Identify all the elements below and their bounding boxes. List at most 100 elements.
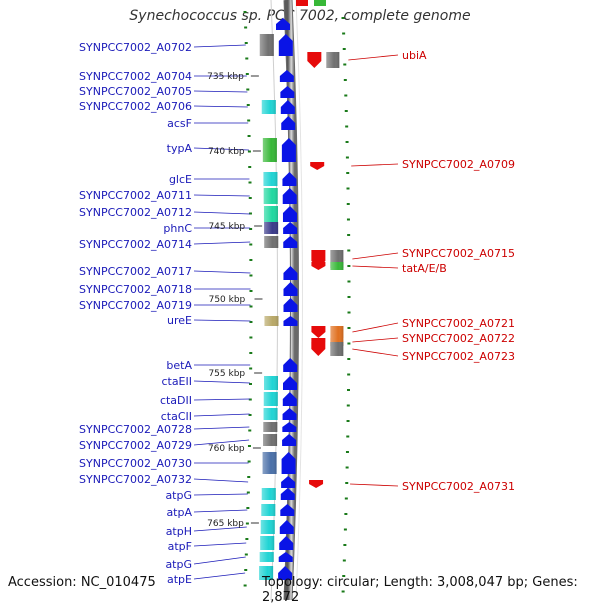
forward-gene-label: SYNPCC7002_A0705 <box>79 85 192 98</box>
reverse-gene <box>309 480 324 488</box>
label-connector <box>348 54 399 61</box>
forward-gene <box>276 18 290 30</box>
label-connector <box>352 337 399 343</box>
label-connector <box>350 483 399 487</box>
kbp-label: 765 kbp <box>207 519 244 529</box>
label-connector <box>193 426 250 430</box>
label-connector <box>351 163 399 167</box>
reverse-gene <box>311 262 326 270</box>
reverse-gene-label: SYNPCC7002_A0731 <box>402 480 515 493</box>
connector-layer <box>193 44 399 580</box>
kbp-label: 735 kbp <box>207 72 244 82</box>
forward-gene-label: SYNPCC7002_A0706 <box>79 100 192 113</box>
reverse-gene <box>311 342 326 356</box>
forward-gene <box>278 552 293 562</box>
reverse-gene <box>310 162 325 170</box>
forward-gene-label: SYNPCC7002_A0704 <box>79 70 192 83</box>
cog-block-shade <box>260 536 275 550</box>
label-connector <box>352 322 399 333</box>
reverse-gene-label: tatA/E/B <box>402 262 447 275</box>
label-connector <box>193 380 251 384</box>
cog-block-shade <box>330 326 344 338</box>
forward-gene <box>283 222 298 234</box>
cog-block-shade <box>264 316 279 326</box>
forward-gene-label: atpA <box>166 506 192 519</box>
forward-gene <box>283 236 298 248</box>
cog-block-shade <box>326 52 340 68</box>
label-connector <box>193 509 248 513</box>
cog-block <box>314 0 326 6</box>
cog-block-shade <box>264 376 279 390</box>
label-connector <box>193 194 250 197</box>
label-connector <box>352 348 399 357</box>
label-layer: SYNPCC7002_A0702SYNPCC7002_A0704SYNPCC70… <box>79 41 515 586</box>
forward-gene <box>280 504 295 516</box>
forward-gene <box>278 34 293 56</box>
cog-block-shade <box>261 504 276 516</box>
cog-block-shade <box>259 34 274 56</box>
cog-block-shade <box>330 262 344 270</box>
tick-layer <box>243 11 351 593</box>
reverse-gene <box>311 326 326 338</box>
reverse-gene-label: SYNPCC7002_A0723 <box>402 350 515 363</box>
forward-gene <box>281 116 296 130</box>
forward-gene-label: SYNPCC7002_A0728 <box>79 423 192 436</box>
label-connector <box>193 241 251 245</box>
label-connector <box>193 478 249 483</box>
cog-block-shade <box>261 100 276 114</box>
forward-gene <box>282 434 297 446</box>
forward-gene <box>278 566 293 580</box>
cog-block-shade <box>263 434 278 446</box>
forward-gene <box>280 488 295 500</box>
genome-summary: Topology: circular; Length: 3,008,047 bp… <box>262 575 578 605</box>
forward-gene <box>281 476 296 488</box>
label-connector <box>193 542 247 547</box>
cog-block-shade <box>263 188 278 204</box>
forward-gene <box>279 536 294 550</box>
map-title: Synechococcus sp. PCC 7002, complete gen… <box>129 8 471 24</box>
label-connector <box>193 44 246 48</box>
label-connector <box>193 439 250 446</box>
cog-block-shade <box>264 222 279 234</box>
forward-gene-label: SYNPCC7002_A0732 <box>79 473 192 486</box>
cog-block-shade <box>262 452 277 474</box>
forward-gene-label: betA <box>166 359 192 372</box>
forward-gene <box>281 452 296 474</box>
forward-gene <box>283 376 298 390</box>
forward-gene-label: atpF <box>168 540 192 553</box>
cog-block-shade <box>264 236 279 248</box>
forward-gene-label: atpG <box>165 558 192 571</box>
forward-gene <box>282 188 297 204</box>
forward-gene <box>283 358 298 372</box>
forward-gene-label: acsF <box>167 117 192 130</box>
forward-gene <box>279 70 294 82</box>
forward-gene-label: atpG <box>165 489 192 502</box>
forward-gene-label: SYNPCC7002_A0711 <box>79 189 192 202</box>
forward-gene <box>279 520 294 534</box>
reverse-gene-label: SYNPCC7002_A0709 <box>402 158 515 171</box>
reverse-gene-label: ubiA <box>402 49 427 62</box>
forward-gene-label: SYNPCC7002_A0730 <box>79 457 192 470</box>
label-connector <box>193 270 251 274</box>
forward-gene <box>283 316 298 326</box>
forward-gene <box>282 172 297 186</box>
cog-block-shade <box>260 520 275 534</box>
reverse-gene-label: SYNPCC7002_A0715 <box>402 247 515 260</box>
forward-gene <box>283 298 298 312</box>
forward-gene-label: SYNPCC7002_A0702 <box>79 41 192 54</box>
cog-block-shade <box>330 342 344 356</box>
cog-block-shade <box>261 488 276 500</box>
kbp-label: 750 kbp <box>209 295 246 305</box>
kbp-label: 755 kbp <box>208 369 245 379</box>
forward-gene-label: glcE <box>169 173 192 186</box>
kbp-label: 740 kbp <box>208 147 245 157</box>
cog-block-shade <box>259 566 274 580</box>
label-connector <box>193 526 247 532</box>
forward-gene-label: SYNPCC7002_A0712 <box>79 206 192 219</box>
cog-block-shade <box>263 408 278 420</box>
forward-gene-label: ureE <box>167 314 192 327</box>
outer-ring-guide <box>295 0 303 600</box>
forward-gene <box>281 138 296 162</box>
gene-layer <box>276 0 326 580</box>
